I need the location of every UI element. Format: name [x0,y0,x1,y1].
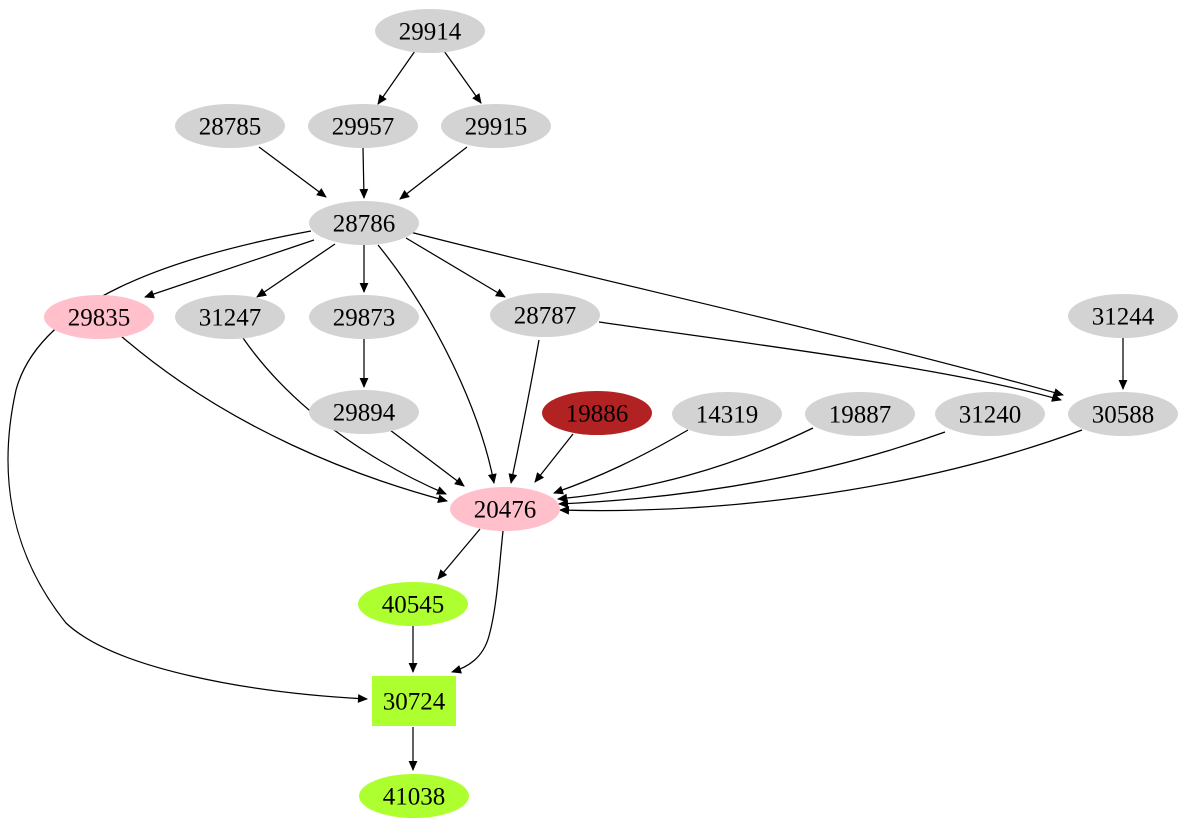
node-label-28785: 28785 [199,114,262,141]
edge-29957-28786 [359,147,369,199]
node-label-30588: 30588 [1092,402,1155,429]
edge-28786-20476 [377,244,497,484]
node-30724: 30724 [372,676,456,726]
node-label-40545: 40545 [382,592,445,619]
node-label-29915: 29915 [465,114,528,141]
edge-28787-20476 [508,339,540,484]
node-28785: 28785 [175,104,285,148]
node-label-19887: 19887 [829,402,892,429]
node-shape-19886 [542,391,652,435]
node-shape-28787 [490,293,600,337]
node-shape-14319 [672,392,782,436]
edge-28787-30588 [598,321,1062,402]
edge-28786-28787 [405,237,506,298]
node-shape-29957 [308,104,418,148]
node-29957: 29957 [308,104,418,148]
edge-20476-40545 [437,528,481,580]
edge-14319-20476 [553,429,689,495]
edge-28786-30588 [409,231,1064,397]
node-shape-30724 [372,676,456,726]
edge-29914-29915 [443,50,482,104]
node-label-30724: 30724 [383,689,446,716]
node-29873: 29873 [309,295,419,339]
edge-28785-28786 [258,146,327,198]
node-30588: 30588 [1068,392,1178,436]
node-label-41038: 41038 [383,784,446,811]
node-29894: 29894 [309,390,419,434]
node-28786: 28786 [309,201,419,245]
node-label-29914: 29914 [399,19,462,46]
node-29835: 29835 [44,295,154,339]
node-shape-29914 [375,9,485,53]
node-label-28786: 28786 [333,211,396,238]
edge-19887-20476 [557,427,814,503]
edge-29914-29957 [377,50,416,105]
node-shape-30588 [1068,392,1178,436]
node-label-31240: 31240 [959,402,1022,429]
node-label-29835: 29835 [68,305,131,332]
node-31244: 31244 [1068,294,1178,338]
node-label-31247: 31247 [199,305,262,332]
edge-28786-30724 [7,230,368,703]
node-shape-28785 [175,104,285,148]
node-shape-28786 [309,201,419,245]
node-19886: 19886 [542,391,652,435]
node-14319: 14319 [672,392,782,436]
node-shape-19887 [805,392,915,436]
node-label-29957: 29957 [332,114,395,141]
edge-31247-20476 [242,337,447,495]
node-label-29873: 29873 [333,305,396,332]
node-label-29894: 29894 [333,400,396,427]
node-label-19886: 19886 [566,401,629,428]
node-19887: 19887 [805,392,915,436]
node-shape-29873 [309,295,419,339]
edge-29894-20476 [389,429,465,487]
node-label-20476: 20476 [474,497,537,524]
edge-28786-29835 [144,239,315,299]
node-shape-29835 [44,295,154,339]
node-29914: 29914 [375,9,485,53]
node-40545: 40545 [358,582,468,626]
node-shape-31240 [935,392,1045,436]
edge-20476-30724 [451,530,504,674]
edge-29835-20476 [120,335,448,503]
node-shape-31247 [175,295,285,339]
node-29915: 29915 [441,104,551,148]
node-31247: 31247 [175,295,285,339]
node-shape-31244 [1068,294,1178,338]
node-31240: 31240 [935,392,1045,436]
node-shape-40545 [358,582,468,626]
edge-29915-28786 [399,146,468,200]
node-28787: 28787 [490,293,600,337]
node-shape-29894 [309,390,419,434]
edge-19886-20476 [534,433,574,483]
edge-28786-31247 [256,243,336,298]
edge-30588-20476 [559,429,1083,515]
node-41038: 41038 [359,774,469,818]
node-label-31244: 31244 [1092,304,1155,331]
node-shape-41038 [359,774,469,818]
node-label-14319: 14319 [696,402,759,429]
node-label-28787: 28787 [514,303,577,330]
node-shape-29915 [441,104,551,148]
edge-31240-20476 [558,431,946,508]
node-20476: 20476 [450,487,560,531]
node-shape-20476 [450,487,560,531]
